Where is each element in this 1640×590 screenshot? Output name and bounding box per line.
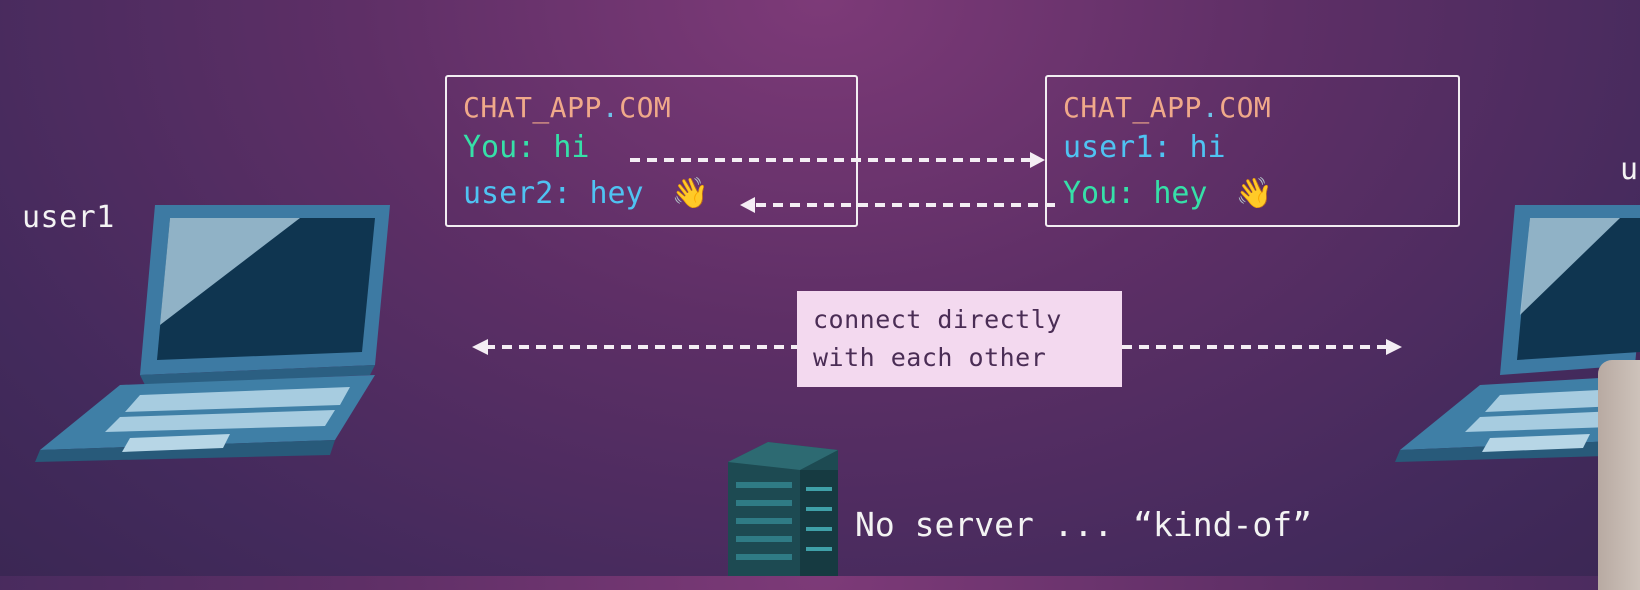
laptop-icon [35, 205, 390, 462]
arrowhead-right [1030, 152, 1045, 168]
message-received: user2: hey 👋 [463, 171, 840, 217]
message-text: hey [589, 176, 644, 211]
note-line-2: with each other [813, 343, 1047, 372]
server-rack-icon [728, 442, 838, 576]
chat-title: CHAT_APP.COM [463, 91, 840, 125]
message-text: hi [1189, 130, 1226, 165]
message-sent: You: hey 👋 [1063, 171, 1442, 217]
chat-title-dot: . [601, 91, 620, 124]
waving-hand-icon: 👋 [1235, 176, 1273, 211]
arrowhead-direct-right [1386, 339, 1402, 355]
message-text: hey [1153, 176, 1208, 211]
message-text: hi [553, 130, 590, 165]
note-line-1: connect directly [813, 305, 1062, 334]
presenter-overlay-edge [1598, 360, 1640, 590]
chat-window-user1: CHAT_APP.COM You: hi user2: hey 👋 [445, 75, 858, 227]
message-speaker: user2: [463, 176, 572, 211]
user1-label: user1 [22, 200, 115, 235]
laptop-icon [1395, 205, 1640, 462]
chat-title: CHAT_APP.COM [1063, 91, 1442, 125]
message-speaker: You: [463, 130, 536, 165]
arrowhead-left [740, 197, 755, 213]
message-sent: You: hi [463, 125, 840, 171]
connection-arrows [472, 152, 1402, 355]
waving-hand-icon: 👋 [671, 176, 710, 211]
chat-window-user2: CHAT_APP.COM user1: hi You: hey 👋 [1045, 75, 1460, 227]
message-speaker: You: [1063, 176, 1136, 211]
no-server-caption: No server ... “kind-of” [855, 505, 1312, 544]
chat-title-dot: . [1201, 91, 1220, 124]
message-received: user1: hi [1063, 125, 1442, 171]
chat-title-name: CHAT_APP [1063, 91, 1202, 124]
message-speaker: user1: [1063, 130, 1172, 165]
chat-title-tld: COM [619, 91, 672, 124]
arrowhead-direct-left [472, 339, 488, 355]
chat-title-name: CHAT_APP [463, 91, 602, 124]
direct-connection-note: connect directly with each other [797, 291, 1122, 387]
user2-label-partial: u [1620, 152, 1639, 187]
chat-title-tld: COM [1219, 91, 1272, 124]
